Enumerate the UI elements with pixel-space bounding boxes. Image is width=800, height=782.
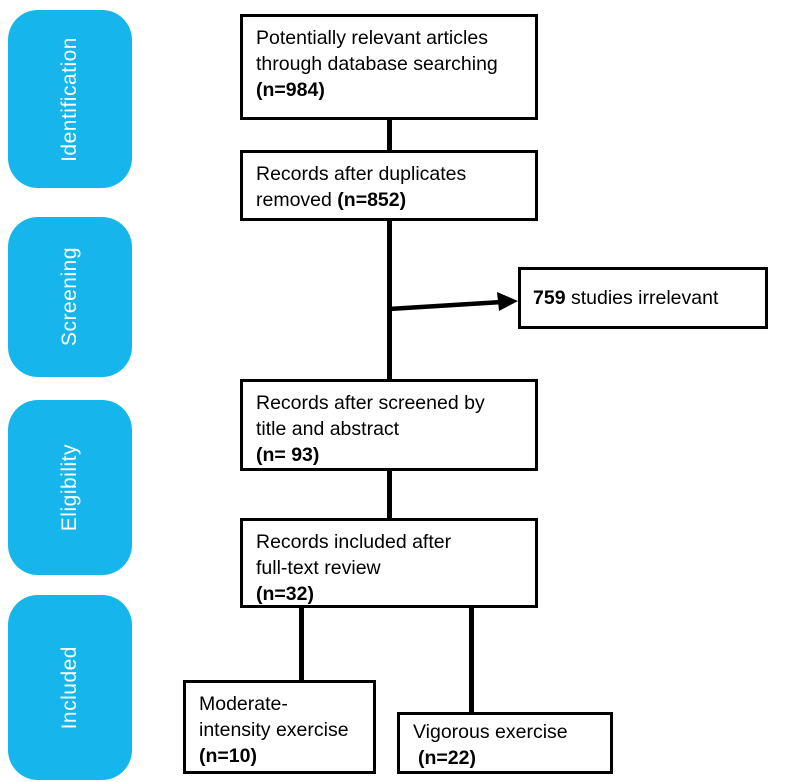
stage-eligibility-label: Eligibility [58, 443, 81, 532]
box-vigorous-exercise-line1: Vigorous exercise [413, 721, 568, 743]
stage-included-label: Included [58, 645, 81, 730]
connector-fulltext-to-moderate [299, 605, 304, 682]
box-duplicates-removed-text: removed [256, 189, 338, 211]
stage-screening: Screening [8, 217, 132, 377]
box-duplicates-removed-line2: removed (n=852) [256, 187, 527, 213]
stage-eligibility: Eligibility [8, 400, 132, 575]
arrow-to-irrelevant [388, 292, 518, 312]
box-duplicates-removed-count: (n=852) [337, 189, 407, 211]
box-vigorous-exercise-count: (n=22) [418, 747, 476, 769]
box-moderate-exercise-count: (n=10) [199, 745, 257, 767]
box-studies-irrelevant-count: 759 [533, 287, 566, 309]
box-database-search-count: (n=984) [256, 79, 325, 101]
box-database-search: Potentially relevant articles through da… [240, 14, 538, 120]
box-moderate-exercise-line2: intensity exercise [199, 719, 349, 741]
box-fulltext-review-line1: Records included after [256, 531, 452, 553]
connector-screened-to-fulltext [387, 469, 392, 520]
stage-identification: Identification [8, 10, 132, 188]
connector-duplicates-to-screened [387, 219, 392, 381]
box-screened-line2: title and abstract [256, 418, 400, 440]
box-screened-line1: Records after screened by [256, 392, 485, 414]
box-fulltext-review-count: (n=32) [256, 583, 314, 605]
connector-search-to-duplicates [387, 119, 392, 152]
stage-included: Included [8, 595, 132, 780]
box-moderate-exercise: Moderate- intensity exercise (n=10) [183, 680, 376, 774]
box-studies-irrelevant: 759 studies irrelevant [518, 267, 768, 329]
box-studies-irrelevant-text: studies irrelevant [565, 287, 719, 309]
connector-fulltext-to-vigorous [469, 605, 474, 714]
stage-identification-label: Identification [58, 36, 81, 162]
box-vigorous-exercise: Vigorous exercise (n=22) [397, 712, 613, 774]
box-moderate-exercise-line1: Moderate- [199, 693, 288, 715]
box-screened-count: (n= 93) [256, 444, 320, 466]
box-screened: Records after screened by title and abst… [240, 379, 538, 471]
box-database-search-line2: through database searching [256, 53, 498, 75]
box-duplicates-removed: Records after duplicates removed (n=852) [240, 150, 538, 221]
box-fulltext-review-line2: full-text review [256, 557, 381, 579]
stage-screening-label: Screening [58, 247, 81, 347]
box-duplicates-removed-line1: Records after duplicates [256, 163, 467, 185]
box-database-search-line1: Potentially relevant articles [256, 27, 488, 49]
box-fulltext-review: Records included after full-text review … [240, 518, 538, 608]
